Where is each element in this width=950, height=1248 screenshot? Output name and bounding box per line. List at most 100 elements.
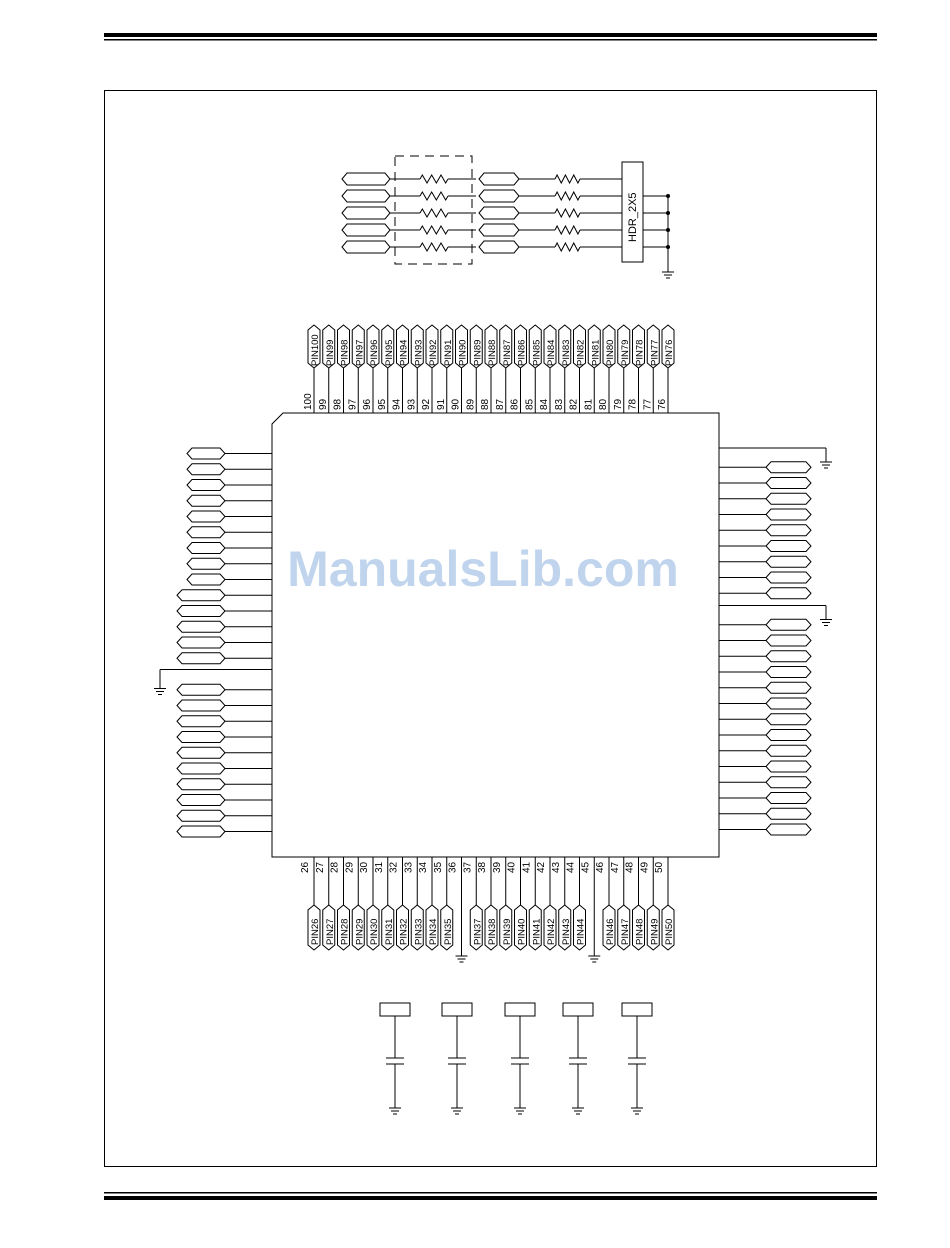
pin-flag <box>307 904 321 951</box>
pin-number-label: 95 <box>377 398 388 410</box>
pin-number-label: 98 <box>333 398 344 410</box>
pin-flag <box>337 904 350 951</box>
junction-dot <box>666 228 670 232</box>
pin-number-label: 88 <box>480 398 491 410</box>
pin-flag <box>499 904 513 951</box>
pin-name-label: PIN98 <box>340 340 351 366</box>
pin-number-label: 33 <box>403 861 414 873</box>
left-pin-22 <box>176 778 272 791</box>
pin-number-label: 41 <box>521 861 532 873</box>
pin-number-label: 96 <box>362 398 373 410</box>
right-pin-4 <box>719 492 812 505</box>
pin-number-label: 28 <box>330 861 341 873</box>
left-pin-column <box>154 447 272 838</box>
bottom-pin-45: 45 <box>580 857 601 963</box>
mid-port-flag <box>478 189 520 203</box>
pin-flag <box>661 324 675 369</box>
pin-name-label: PIN88 <box>487 340 498 366</box>
pin-flag <box>440 904 454 951</box>
bottom-pin-row: 26PIN2627PIN2728PIN2829PIN2930PIN3031PIN… <box>300 857 675 963</box>
right-pin-16 <box>719 681 812 694</box>
pin-number-label: 89 <box>465 398 476 410</box>
pin-ground-icon <box>820 613 832 626</box>
left-pin-9 <box>186 573 272 586</box>
pin-number-label: 42 <box>536 861 547 873</box>
header-ground-icon <box>662 266 674 279</box>
left-port-flag <box>341 206 391 220</box>
pin-name-label: PIN95 <box>384 340 395 366</box>
pin-number-label: 34 <box>418 861 429 873</box>
capacitor-ground-icon <box>572 1102 584 1115</box>
left-pin-3 <box>186 479 272 491</box>
pin-number-label: 100 <box>303 393 314 410</box>
pin-flag <box>765 650 812 663</box>
mid-port-flag <box>478 206 520 220</box>
pin-flag <box>765 508 812 521</box>
capacitor-ground-icon <box>514 1102 526 1115</box>
pin-flag <box>425 324 439 369</box>
pin-name-label: PIN40 <box>517 919 528 945</box>
top-pin-98: PIN98 98 <box>333 324 351 413</box>
pin-number-label: 84 <box>539 398 550 410</box>
pin-number-label: 37 <box>462 861 473 873</box>
pin-flag <box>765 681 812 694</box>
pin-flag <box>322 904 336 951</box>
right-pin-12 <box>719 618 812 631</box>
pin-number-label: 43 <box>551 861 562 873</box>
pin-flag <box>455 324 468 369</box>
pin-name-label: PIN49 <box>649 919 660 945</box>
pin-flag <box>587 324 601 369</box>
left-pin-17 <box>176 699 272 712</box>
pin-flag <box>543 904 557 951</box>
pin-name-label: PIN99 <box>325 340 336 366</box>
capacitor-3 <box>504 1002 536 1115</box>
figure-frame <box>104 90 877 1167</box>
pin-flag <box>765 571 812 584</box>
pin-number-label: 81 <box>583 398 594 410</box>
pin-flag <box>765 744 812 757</box>
pin-flag <box>176 778 226 791</box>
left-pin-11 <box>176 605 272 617</box>
pin-number-label: 27 <box>315 861 326 873</box>
pin-flag <box>176 794 226 806</box>
pin-number-label: 83 <box>554 398 565 410</box>
pin-number-label: 47 <box>610 861 621 873</box>
left-pin-19 <box>176 731 272 743</box>
pin-flag <box>366 904 380 951</box>
left-pin-8 <box>186 557 272 570</box>
pin-number-label: 87 <box>495 398 506 410</box>
pin-number-label: 94 <box>392 398 403 410</box>
header-connector <box>621 161 644 263</box>
pin-flag <box>765 555 812 568</box>
pin-flag <box>186 494 226 507</box>
pin-name-label: PIN82 <box>576 340 587 366</box>
pin-name-label: PIN89 <box>472 340 483 366</box>
pin-flag <box>543 324 557 369</box>
right-pin-23 <box>719 792 812 804</box>
pin-flag <box>186 526 226 539</box>
right-pin-20 <box>719 744 812 757</box>
pin-number-label: 99 <box>318 398 329 410</box>
pin-number-label: 77 <box>642 398 653 410</box>
pin-name-label: PIN100 <box>310 334 321 366</box>
pin-name-label: PIN32 <box>399 919 410 945</box>
left-pin-7 <box>186 542 272 554</box>
pin-flag <box>765 634 812 647</box>
pull-resistor-icon <box>554 241 581 253</box>
pin-flag <box>765 524 812 537</box>
pin-flag <box>186 479 226 491</box>
pin-number-label: 45 <box>580 861 591 873</box>
pin-flag <box>186 510 226 523</box>
pin-number-label: 48 <box>625 861 636 873</box>
pin-number-label: 44 <box>566 861 577 873</box>
pull-resistor-icon <box>554 173 581 185</box>
